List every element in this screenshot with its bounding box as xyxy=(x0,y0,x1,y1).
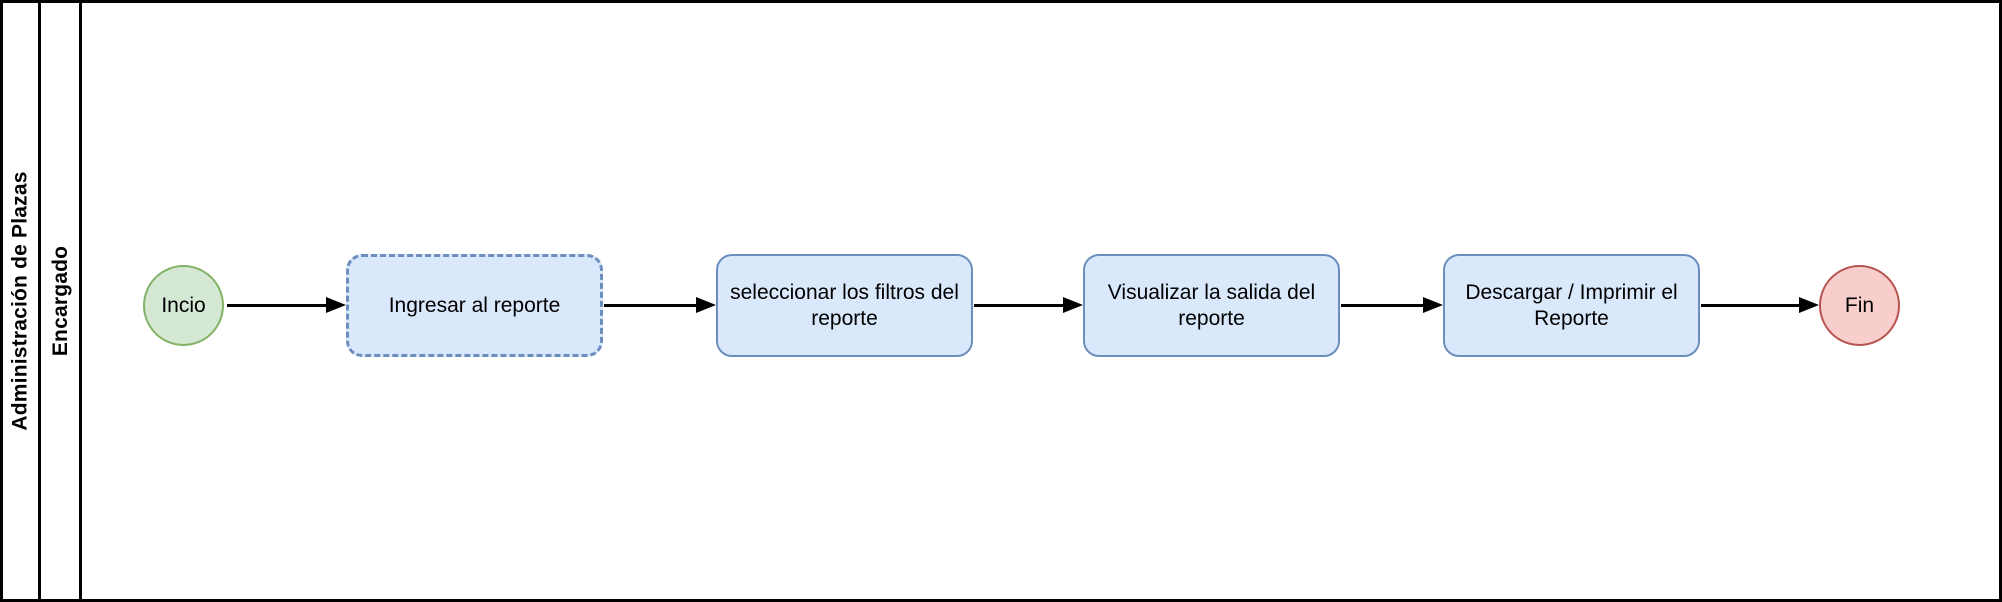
process-node-label: Ingresar al reporte xyxy=(388,293,561,317)
process-node-descargar[interactable]: Descargar / Imprimir el Reporte xyxy=(1443,254,1700,357)
lane-title: Encargado xyxy=(49,245,73,357)
process-node-ingresar[interactable]: Ingresar al reporte xyxy=(346,254,603,357)
process-node-label: Descargar / Imprimir el Reporte xyxy=(1465,280,1678,330)
process-node-label: seleccionar los filtros del reporte xyxy=(730,280,959,330)
flow-arrow xyxy=(1341,294,1443,316)
lane-title-cell: Encargado xyxy=(44,3,82,599)
process-node-visualizar[interactable]: Visualizar la salida del reporte xyxy=(1083,254,1340,357)
end-node[interactable]: Fin xyxy=(1819,265,1900,346)
pool-title: Administración de Plazas xyxy=(8,171,32,431)
pool-title-lane: Administración de Plazas xyxy=(3,3,41,599)
flow-arrow xyxy=(227,294,346,316)
process-node-label: Visualizar la salida del reporte xyxy=(1107,280,1316,330)
start-node-label: Incio xyxy=(161,293,206,317)
end-node-label: Fin xyxy=(1844,293,1875,317)
flow-arrow xyxy=(1701,294,1819,316)
process-node-filtros[interactable]: seleccionar los filtros del reporte xyxy=(716,254,973,357)
start-node[interactable]: Incio xyxy=(143,265,224,346)
flow-arrow xyxy=(604,294,716,316)
flow-arrow xyxy=(974,294,1083,316)
